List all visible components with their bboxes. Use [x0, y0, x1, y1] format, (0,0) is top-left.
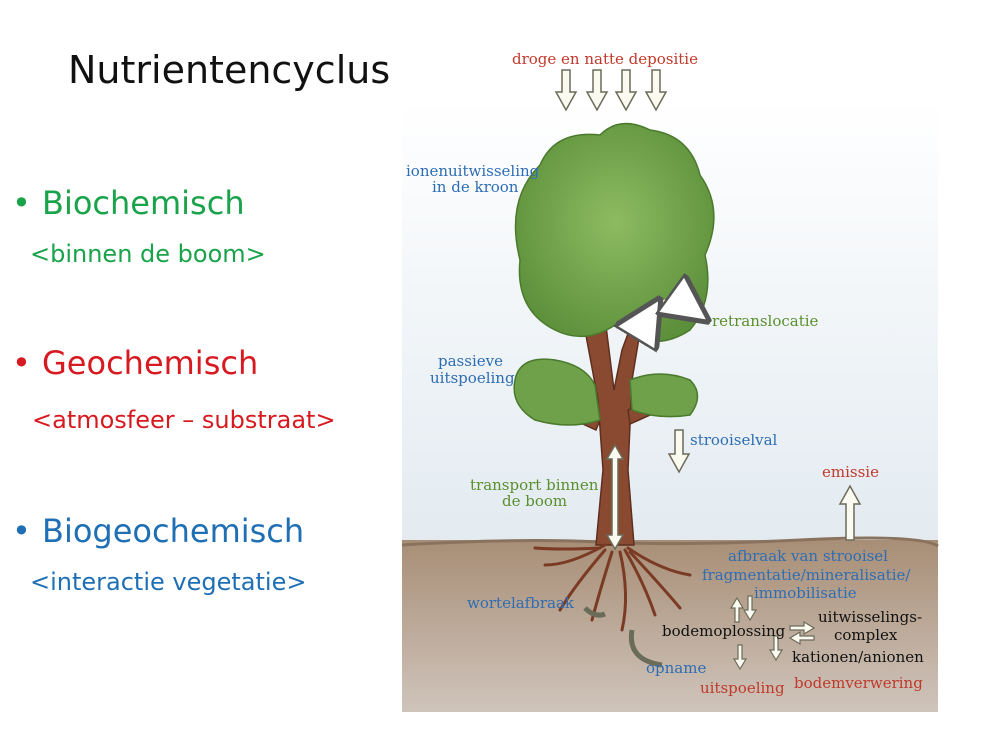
transport-arrow: [605, 443, 625, 551]
bullet-label: Biogeochemisch: [42, 512, 305, 550]
label-weathering: bodemverwering: [794, 674, 923, 692]
bullet-sub-biochemisch: <binnen de boom>: [30, 240, 266, 268]
label-transport-2: de boom: [502, 492, 567, 510]
diagram-labels: droge en natte depositie ionenuitwisseli…: [406, 50, 924, 697]
emission-arrow: [838, 484, 862, 541]
bullet-dot-icon: •: [12, 512, 31, 550]
label-retranslocation: retranslocatie: [712, 312, 819, 330]
litterfall-arrow: [667, 429, 691, 474]
label-exchange-complex-2: complex: [834, 626, 898, 644]
label-soil-leaching: uitspoeling: [700, 679, 785, 697]
bullet-biochemisch: • Biochemisch: [12, 184, 245, 222]
label-uptake: opname: [646, 659, 706, 677]
bullet-biogeochemisch: • Biogeochemisch: [12, 512, 304, 550]
label-decomposition-2: fragmentatie/mineralisatie/: [702, 566, 911, 584]
bullet-sub-biogeochemisch: <interactie vegetatie>: [30, 568, 307, 596]
label-exchange-complex-3: kationen/anionen: [792, 648, 924, 666]
soil-process-arrows: [583, 595, 816, 671]
bullet-label: Geochemisch: [42, 344, 259, 382]
label-decomposition-3: immobilisatie: [754, 584, 857, 602]
label-soil-solution: bodemoplossing: [662, 622, 786, 640]
label-deposition: droge en natte depositie: [512, 50, 698, 68]
label-transport-1: transport binnen: [470, 476, 599, 494]
label-passive-leaching-1: passieve: [438, 352, 503, 370]
label-litterfall: strooiselval: [690, 431, 778, 449]
bullet-label: Biochemisch: [42, 184, 245, 222]
label-emission: emissie: [822, 463, 879, 481]
slide-title: Nutrientencyclus: [68, 48, 391, 92]
label-decomposition-1: afbraak van strooisel: [728, 547, 888, 565]
label-canopy-exchange-2: in de kroon: [432, 178, 519, 196]
bullet-dot-icon: •: [12, 344, 31, 382]
label-root-decay: wortelafbraak: [467, 594, 575, 612]
soil-surface: [401, 536, 939, 548]
tree-roots: [533, 543, 692, 632]
label-passive-leaching-2: uitspoeling: [430, 369, 515, 387]
label-exchange-complex-1: uitwisselings-: [818, 608, 922, 626]
retranslocation-arrow: [648, 301, 690, 318]
bullet-sub-geochemisch: <atmosfeer – substraat>: [32, 406, 336, 434]
label-canopy-exchange-1: ionenuitwisseling: [406, 162, 540, 180]
bullet-geochemisch: • Geochemisch: [12, 344, 258, 382]
bullet-dot-icon: •: [12, 184, 31, 222]
deposition-arrows: [554, 69, 668, 112]
